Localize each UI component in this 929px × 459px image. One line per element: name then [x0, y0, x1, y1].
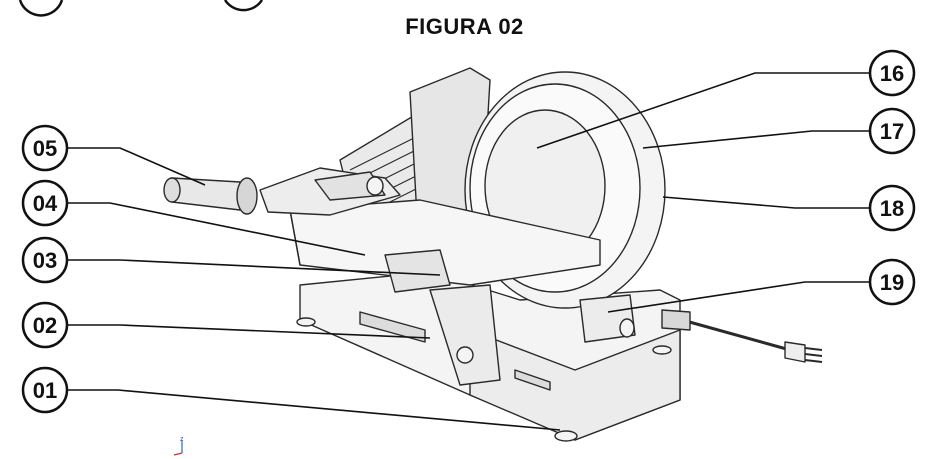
carriage-lock-block — [384, 249, 451, 293]
callout-number: 05 — [33, 136, 57, 161]
leader-lines — [68, 72, 870, 431]
handle-end — [163, 177, 181, 203]
callout-circle — [21, 301, 69, 349]
callout-number: 03 — [33, 248, 57, 273]
callout-number: 17 — [880, 119, 904, 144]
handle-grip — [171, 177, 241, 211]
callout-19: 19 — [868, 258, 916, 306]
leader-17 — [642, 130, 870, 149]
leader-04 — [68, 202, 366, 256]
meat-slicer-illustration — [163, 67, 823, 442]
cropped-callout-circle — [18, 0, 64, 17]
callout-circle — [21, 124, 69, 172]
callout-05: 05 — [21, 124, 69, 172]
axis-x-line — [173, 452, 183, 456]
callout-circle — [21, 366, 69, 414]
sharpener-knob — [619, 318, 635, 338]
axis-indicator: z — [173, 436, 184, 456]
callout-circle — [21, 236, 69, 284]
leader-05 — [68, 147, 206, 186]
leader-01 — [68, 389, 561, 431]
knob — [456, 346, 474, 364]
cropped-callout-circle — [223, 0, 264, 12]
leader-19 — [607, 281, 870, 313]
leader-03 — [68, 259, 441, 276]
callout-number: 01 — [33, 378, 57, 403]
plug-pins — [804, 347, 823, 363]
callout-number: 02 — [33, 313, 57, 338]
callout-circle — [868, 49, 916, 97]
callout-number: 04 — [33, 191, 58, 216]
leader-18 — [662, 196, 870, 209]
callout-18: 18 — [868, 184, 916, 232]
leader-02 — [68, 324, 431, 339]
foot — [554, 430, 578, 442]
lever-pivot — [366, 176, 384, 196]
callout-02: 02 — [21, 301, 69, 349]
callout-03: 03 — [21, 236, 69, 284]
base-slot — [359, 311, 426, 343]
callout-circle — [868, 184, 916, 232]
callout-number: 19 — [880, 270, 904, 295]
callout-number: 16 — [880, 61, 904, 86]
callout-number: 18 — [880, 196, 904, 221]
cable-gland — [661, 309, 691, 331]
callouts: 05 04 03 02 01 16 17 18 19 — [21, 49, 916, 414]
callout-circle — [868, 258, 916, 306]
foot — [296, 317, 316, 327]
callout-17: 17 — [868, 107, 916, 155]
leader-16 — [536, 72, 870, 149]
callout-04: 04 — [21, 179, 69, 227]
callout-circle — [868, 107, 916, 155]
power-cable — [674, 316, 791, 352]
callout-16: 16 — [868, 49, 916, 97]
callout-circle — [21, 179, 69, 227]
plug-body — [784, 341, 806, 363]
axis-z-label: z — [180, 436, 184, 443]
base-slot-lower — [514, 369, 551, 391]
callout-01: 01 — [21, 366, 69, 414]
figure-title: FIGURA 02 — [405, 14, 524, 39]
foot — [652, 345, 672, 355]
slide-rail — [429, 284, 501, 386]
tray-edge — [289, 209, 301, 266]
pusher-lever — [314, 171, 386, 201]
handle-collar — [236, 177, 258, 215]
